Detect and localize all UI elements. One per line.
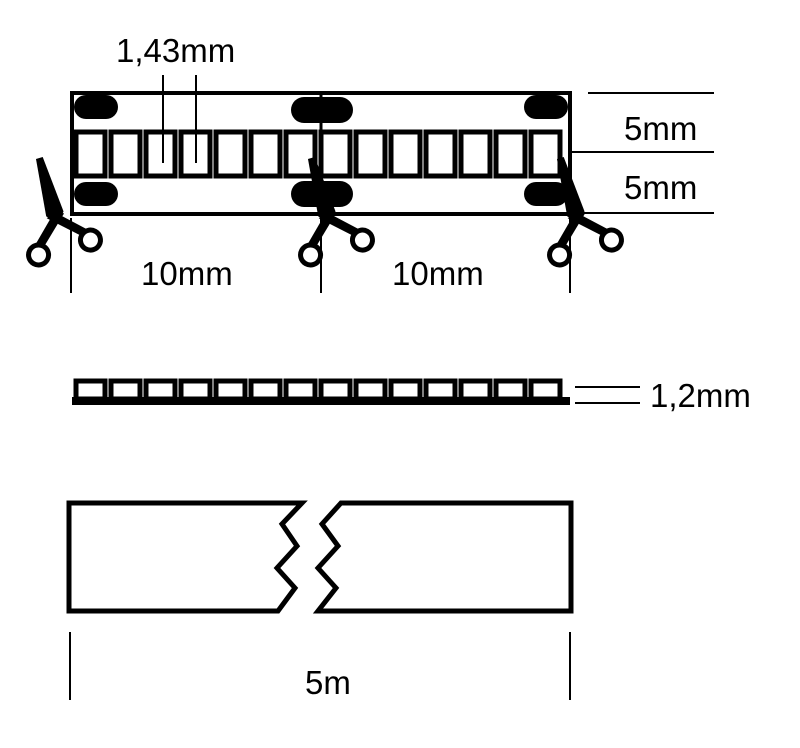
side-led-package <box>493 378 528 402</box>
pitch-leader-lines-overlay <box>162 75 197 163</box>
dimension-label-width-upper: 5mm <box>624 110 697 147</box>
strip-length-right-piece <box>312 500 574 614</box>
side-led-package <box>213 378 248 402</box>
side-led-package <box>248 378 283 402</box>
dimension-label-segment-left: 10mm <box>141 255 233 292</box>
led-package <box>143 129 178 179</box>
led-package <box>248 129 283 179</box>
scissors-icon-middle <box>298 157 375 268</box>
top-view-group: 1,43mm 5mm 5mm 10mm 10mm <box>26 32 714 293</box>
scissors-blade-a <box>307 157 336 224</box>
side-led-package <box>388 378 423 402</box>
led-package <box>528 129 563 179</box>
side-led-package <box>283 378 318 402</box>
side-led-package <box>458 378 493 402</box>
scissors-ring-a <box>26 242 52 268</box>
side-led-package <box>178 378 213 402</box>
solder-pad-left-bottom <box>74 182 118 206</box>
dimension-label-thickness: 1,2mm <box>650 377 751 414</box>
scissors-icon-right <box>547 157 624 268</box>
led-package <box>458 129 493 179</box>
scissors-handle-arm-b <box>567 211 609 237</box>
dimension-label-width-lower: 5mm <box>624 169 697 206</box>
dimension-label-segment-right: 10mm <box>392 255 484 292</box>
length-view-group: 5m <box>66 500 574 701</box>
led-package <box>213 129 248 179</box>
strip-length-left-piece <box>66 500 308 614</box>
solder-pad-right-bottom <box>524 182 568 206</box>
led-row <box>73 129 563 179</box>
side-view-group: 1,2mm <box>72 377 751 414</box>
width-dimension-leaders <box>570 92 714 214</box>
side-led-row <box>73 378 563 402</box>
side-led-package <box>353 378 388 402</box>
side-led-package <box>318 378 353 402</box>
scissors-ring-a <box>298 242 324 268</box>
led-package <box>353 129 388 179</box>
solder-pad-right-top <box>524 95 568 119</box>
thickness-leader-lines <box>575 386 640 404</box>
led-package <box>73 129 108 179</box>
scissors-blade-a <box>556 157 585 224</box>
scissors-ring-a <box>547 242 573 268</box>
led-package <box>318 129 353 179</box>
side-led-package <box>528 378 563 402</box>
dimension-label-pitch: 1,43mm <box>116 32 235 69</box>
solder-pad-left-top <box>74 95 118 119</box>
led-package <box>423 129 458 179</box>
side-led-package <box>143 378 178 402</box>
scissors-handle-arm-b <box>46 211 88 237</box>
dimension-label-length: 5m <box>305 664 351 701</box>
led-package <box>493 129 528 179</box>
scissors-ring-b <box>349 227 375 253</box>
side-led-package <box>73 378 108 402</box>
led-package <box>388 129 423 179</box>
side-led-package <box>108 378 143 402</box>
scissors-blade-a <box>35 157 64 224</box>
led-package <box>108 129 143 179</box>
scissors-handle-arm-b <box>318 211 360 237</box>
scissors-ring-b <box>77 227 103 253</box>
scissors-ring-b <box>598 227 624 253</box>
side-led-package <box>423 378 458 402</box>
length-extension-lines <box>69 632 571 700</box>
scissors-icon-left <box>26 157 103 268</box>
